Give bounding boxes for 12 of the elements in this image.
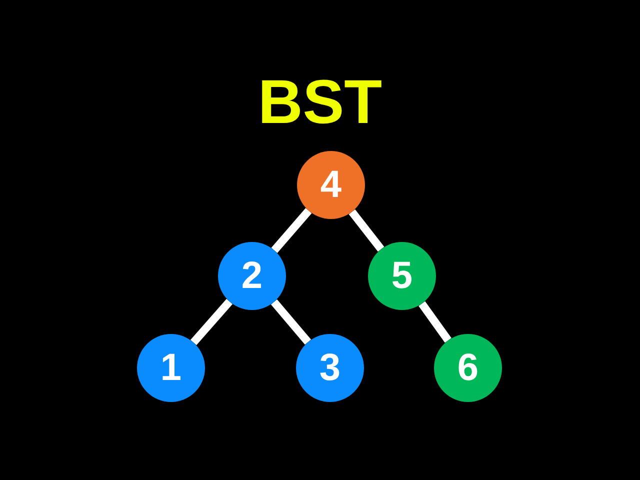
connector-line bbox=[190, 298, 233, 346]
node-value: 3 bbox=[319, 348, 341, 388]
title: BST bbox=[258, 68, 382, 138]
connector-line bbox=[270, 299, 312, 345]
connector-line bbox=[418, 301, 452, 343]
connector-line bbox=[271, 208, 312, 253]
node-value: 6 bbox=[457, 348, 479, 388]
node-value: 5 bbox=[391, 256, 413, 296]
node-value: 4 bbox=[320, 165, 342, 205]
connector-line bbox=[348, 209, 384, 252]
node-value: 1 bbox=[160, 348, 182, 388]
node-value: 2 bbox=[241, 256, 263, 296]
